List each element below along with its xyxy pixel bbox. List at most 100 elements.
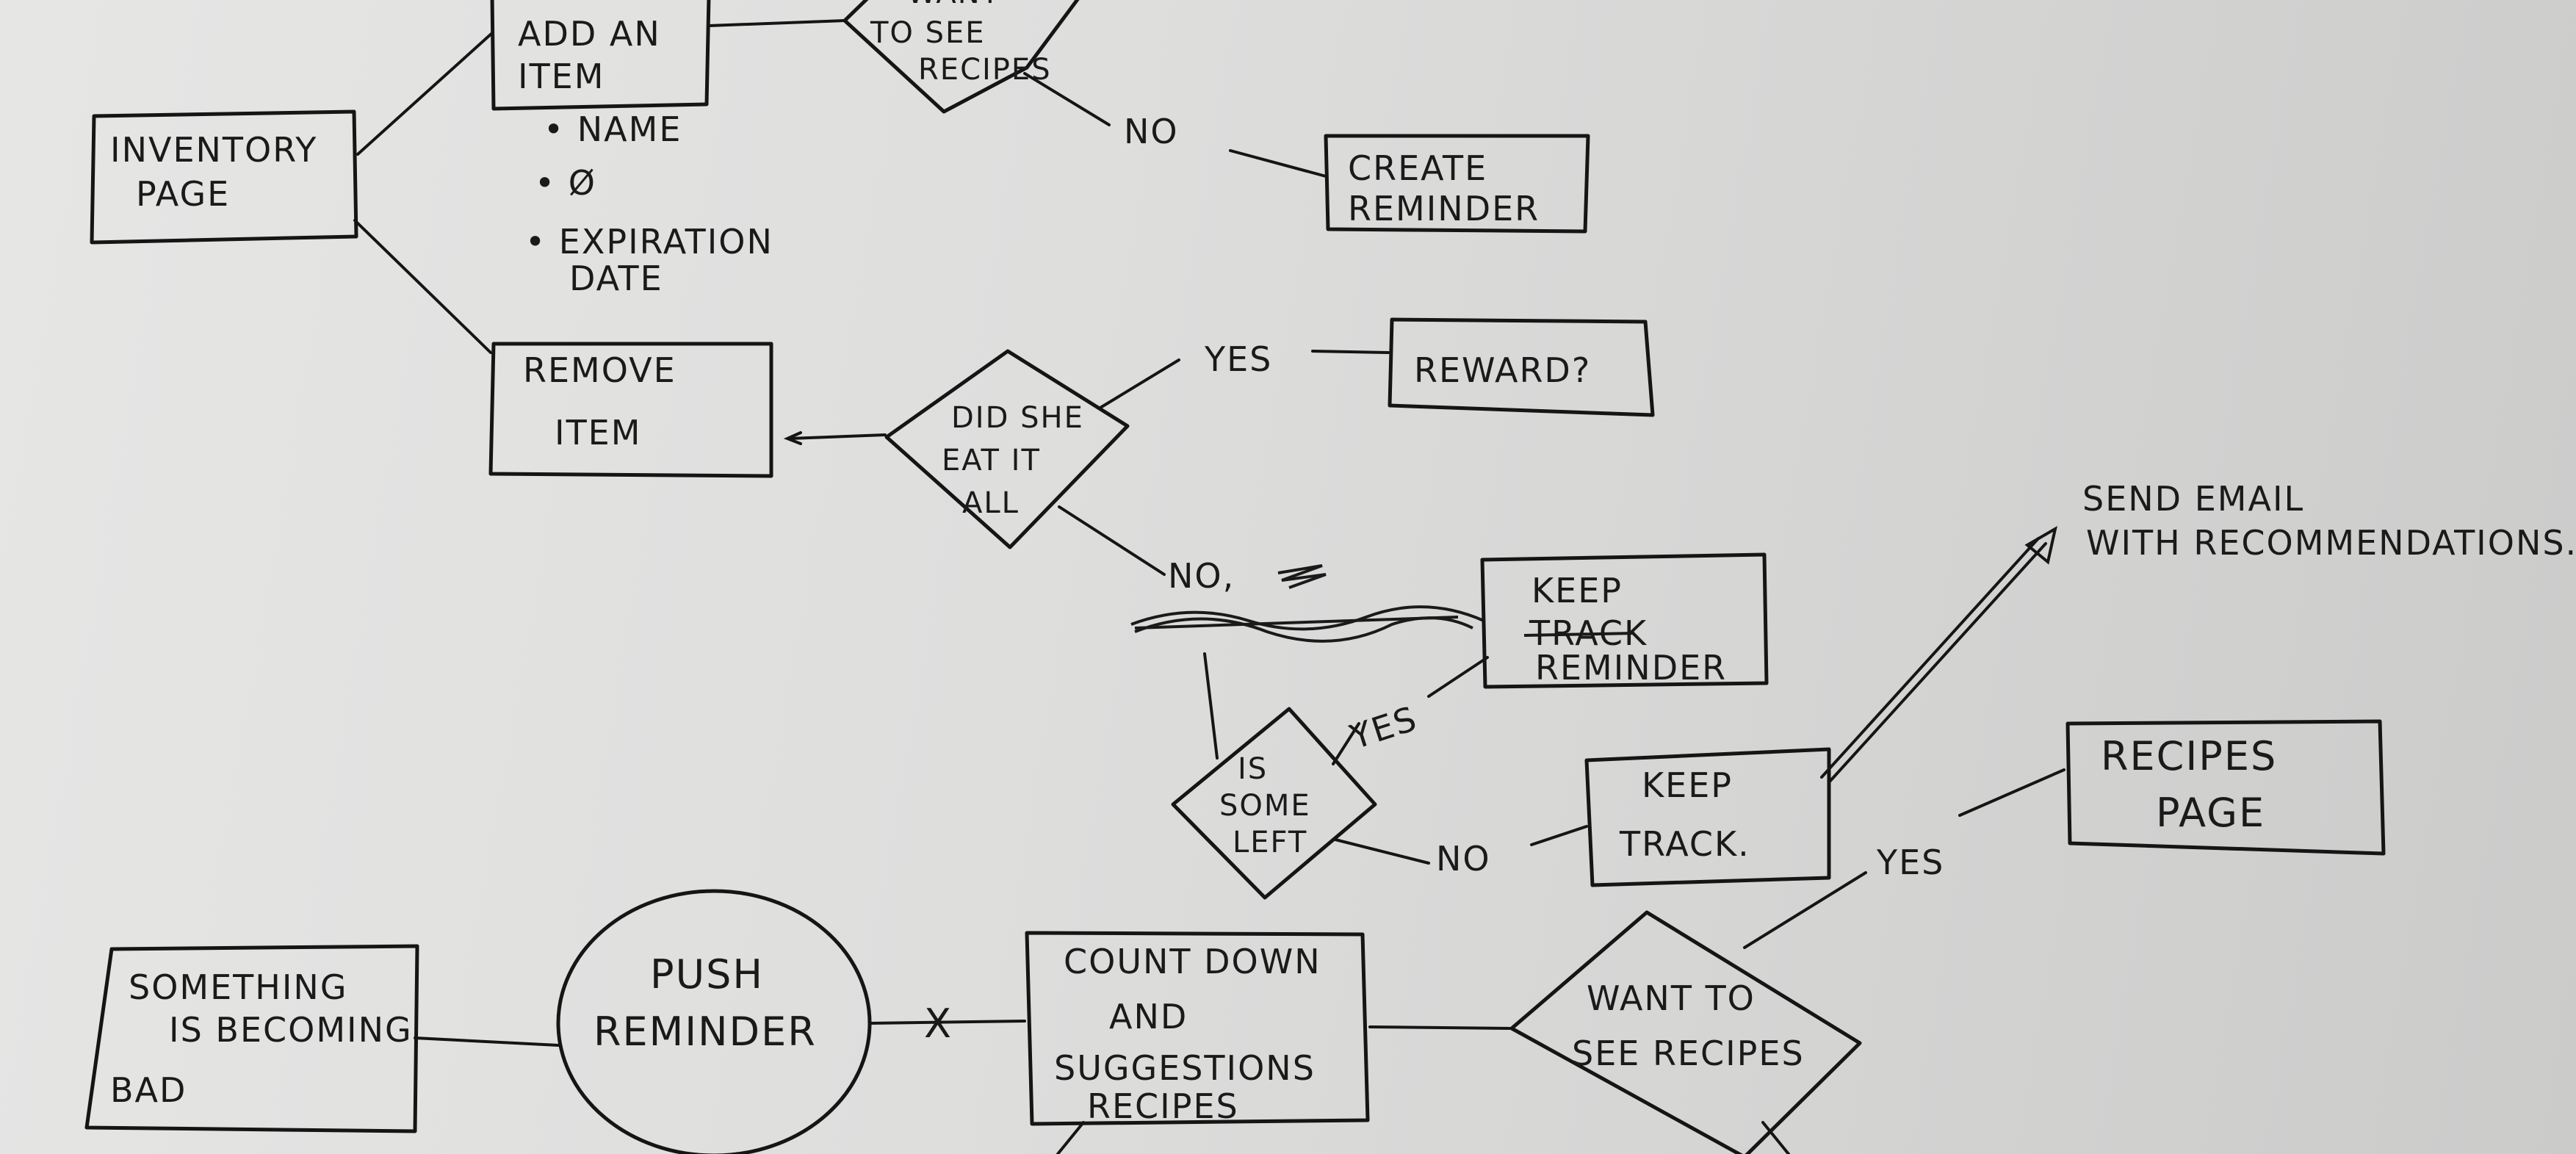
push-reminder-line1: PUSH bbox=[650, 951, 764, 998]
keep-reminder-box bbox=[1480, 552, 1769, 689]
add-item-box bbox=[490, 0, 711, 111]
edge-want-down bbox=[1761, 1121, 1790, 1154]
reward-text: REWARD? bbox=[1414, 350, 1591, 390]
node-did-she-eat-it-all: DID SHE EAT IT ALL bbox=[884, 349, 1130, 549]
did-she-line2: EAT IT bbox=[942, 444, 1041, 477]
keep-track-line2: TRACK. bbox=[1619, 824, 1750, 864]
did-she-line1: DID SHE bbox=[951, 401, 1084, 435]
edge-did-she-to-yes bbox=[1099, 358, 1180, 409]
edge-label-yes-reward: YES bbox=[1204, 339, 1272, 379]
node-is-some-left: IS SOME LEFT bbox=[1171, 707, 1377, 900]
want-bottom-diamond bbox=[1509, 910, 1862, 1154]
edge-label-no-top: NO bbox=[1124, 112, 1179, 151]
edge-keep-track-to-email-double bbox=[1820, 537, 2040, 779]
edge-no-to-keep-track bbox=[1530, 825, 1588, 846]
push-reminder-circle bbox=[556, 889, 872, 1154]
edge-label-no-left: NO bbox=[1436, 839, 1491, 879]
create-reminder-box bbox=[1324, 134, 1590, 234]
edge-label-no-eat-group: NO, bbox=[1130, 556, 1484, 643]
arrowhead-to-email bbox=[2024, 525, 2057, 565]
edge-add-to-want bbox=[707, 19, 846, 27]
recipes-page-box bbox=[2066, 719, 2386, 856]
edge-push-to-countdown bbox=[869, 1020, 1026, 1025]
edge-yes-to-reward bbox=[1311, 350, 1390, 354]
want-top-line1: WANT bbox=[907, 0, 1000, 10]
keep-track-box bbox=[1584, 747, 1831, 887]
edge-is-some-left-to-yes bbox=[1332, 722, 1360, 765]
count-down-line4: RECIPES bbox=[1087, 1086, 1239, 1126]
node-push-reminder: PUSH REMINDER bbox=[556, 889, 872, 1154]
keep-reminder-line1: KEEP bbox=[1531, 571, 1623, 610]
connectors bbox=[353, 19, 2066, 1154]
remove-item-line2: ITEM bbox=[555, 413, 641, 452]
something-bad-box bbox=[84, 944, 419, 1133]
node-send-email: SEND EMAIL WITH RECOMMENDATIONS. bbox=[2082, 479, 2576, 563]
edge-countdown-to-want bbox=[1368, 1025, 1511, 1030]
inventory-page-line2: PAGE bbox=[136, 174, 230, 214]
something-bad-line2: IS BECOMING bbox=[169, 1010, 413, 1050]
keep-reminder-strike bbox=[1523, 632, 1635, 637]
remove-item-box bbox=[488, 342, 773, 478]
edge-want-to-yes bbox=[1743, 871, 1867, 949]
push-reminder-line2: REMINDER bbox=[594, 1009, 817, 1055]
edge-is-some-left-to-no bbox=[1334, 838, 1430, 865]
node-inventory-page: INVENTORY PAGE bbox=[90, 109, 358, 245]
node-add-item: ADD AN ITEM bbox=[490, 0, 711, 111]
edge-did-she-to-no bbox=[1058, 505, 1166, 576]
recipes-page-line1: RECIPES bbox=[2101, 733, 2277, 779]
did-she-line3: ALL bbox=[962, 486, 1020, 520]
edge-no-to-is-some-left bbox=[1203, 652, 1219, 760]
edge-yes-to-recipes-page bbox=[1958, 768, 2066, 817]
edge-no-to-create-reminder bbox=[1229, 149, 1327, 178]
something-bad-line3: BAD bbox=[110, 1070, 187, 1110]
add-item-line1: ADD AN bbox=[518, 14, 661, 54]
remove-item-line1: REMOVE bbox=[523, 350, 677, 390]
edge-keep-track-to-email bbox=[1828, 542, 2047, 784]
count-down-line2: AND bbox=[1109, 997, 1188, 1036]
field-date: DATE bbox=[569, 259, 663, 298]
edge-inventory-to-remove bbox=[353, 219, 492, 354]
node-keep-track: KEEP TRACK. bbox=[1584, 747, 1831, 887]
is-some-left-diamond bbox=[1171, 707, 1377, 900]
edge-something-to-push bbox=[414, 1036, 560, 1047]
did-she-diamond bbox=[884, 349, 1130, 549]
node-create-reminder: CREATE REMINDER bbox=[1324, 134, 1590, 234]
want-top-line2: TO SEE bbox=[870, 16, 986, 50]
edge-want-to-no bbox=[1023, 72, 1111, 126]
is-some-left-line1: IS bbox=[1238, 752, 1268, 786]
node-remove-item: REMOVE ITEM bbox=[488, 342, 773, 478]
field-name: • NAME bbox=[544, 109, 682, 149]
field-expiration: • EXPIRATION bbox=[525, 222, 773, 262]
want-bottom-line2: SEE RECIPES bbox=[1572, 1034, 1805, 1073]
want-top-line3: RECIPES bbox=[918, 53, 1052, 87]
want-top-diamond bbox=[843, 0, 1080, 114]
arrowhead-to-remove bbox=[783, 431, 802, 445]
want-bottom-line1: WANT TO bbox=[1587, 978, 1756, 1018]
node-recipes-page: RECIPES PAGE bbox=[2066, 719, 2386, 856]
send-email-line1: SEND EMAIL bbox=[2082, 479, 2304, 519]
reward-box bbox=[1388, 317, 1655, 417]
keep-track-line1: KEEP bbox=[1642, 765, 1733, 805]
node-reward: REWARD? bbox=[1388, 317, 1655, 417]
send-email-line2: WITH RECOMMENDATIONS. bbox=[2086, 523, 2576, 563]
count-down-line3: SUGGESTIONS bbox=[1054, 1048, 1316, 1088]
edge-inventory-to-add bbox=[356, 32, 494, 156]
inventory-page-line1: INVENTORY bbox=[110, 130, 317, 170]
node-keep-reminder: KEEP TRACK REMINDER bbox=[1480, 552, 1769, 689]
edge-yes-to-keep-reminder bbox=[1427, 656, 1489, 698]
keep-reminder-line3: REMINDER bbox=[1535, 648, 1727, 688]
is-some-left-line3: LEFT bbox=[1233, 826, 1307, 859]
edge-label-no-eat: NO, bbox=[1168, 556, 1235, 596]
inventory-page-box bbox=[90, 109, 358, 245]
node-want-to-see-recipes-top: WANT TO SEE RECIPES bbox=[843, 0, 1080, 114]
item-fields-list: • NAME • Ø • EXPIRATION DATE bbox=[525, 109, 773, 298]
create-reminder-line1: CREATE bbox=[1348, 148, 1487, 188]
is-some-left-line2: SOME bbox=[1219, 789, 1311, 823]
count-down-line1: COUNT DOWN bbox=[1064, 942, 1321, 981]
recipes-page-line2: PAGE bbox=[2156, 790, 2265, 836]
edge-label-yes-keep: YES bbox=[1345, 699, 1422, 757]
crossed-out-line bbox=[1134, 616, 1459, 630]
field-quantity: • Ø bbox=[535, 163, 596, 203]
